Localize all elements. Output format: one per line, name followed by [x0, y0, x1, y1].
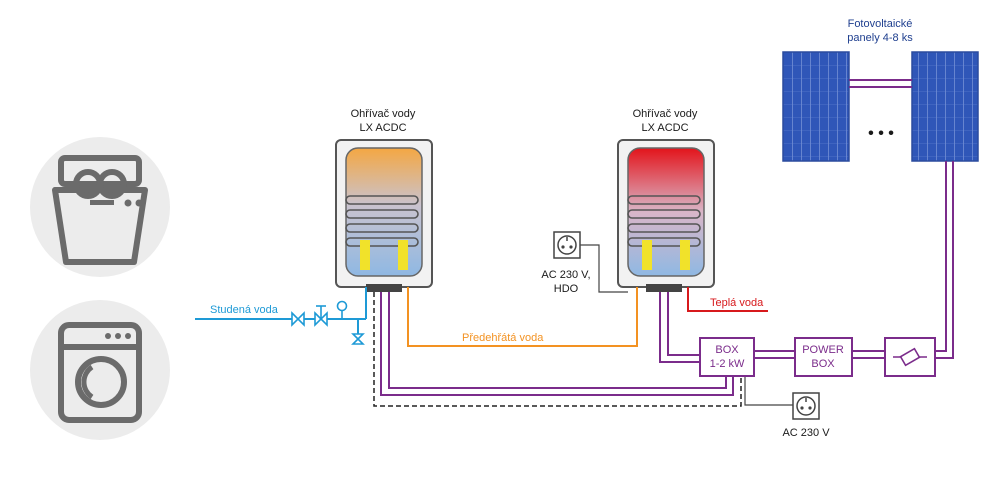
heater-left-title: Ohřívač vody: [351, 108, 416, 120]
socket-hdo-label-2: HDO: [554, 283, 579, 295]
socket-icon: [553, 231, 581, 259]
pv-panels-title: Fotovoltaické: [848, 18, 913, 30]
preheated-water-line: [407, 287, 638, 347]
socket-hdo-wire: [580, 244, 628, 293]
cold-water-label: Studená voda: [210, 304, 279, 316]
power-box: [794, 337, 853, 377]
socket-icon: [792, 392, 820, 420]
box-label-2: 1-2 kW: [710, 358, 745, 370]
pressure-gauge-icon: [336, 300, 348, 319]
solar-panel-right: [911, 51, 979, 162]
heater-right-title: Ohřívač vody: [633, 108, 698, 120]
washing-machine-icon: [30, 300, 170, 440]
hot-water-line: [687, 287, 768, 312]
preheated-water-label: Předehřátá voda: [462, 332, 544, 344]
water-heater-right: [617, 139, 715, 292]
pv-more-dots: • • •: [868, 125, 894, 142]
control-cable: [373, 292, 742, 407]
box-label-1: BOX: [715, 344, 739, 356]
power-box-label-1: POWER: [802, 344, 844, 356]
socket-ac-wire: [744, 376, 793, 406]
box-1-2kw: [699, 337, 755, 377]
fuse-icon: [884, 337, 936, 377]
valve-icon: [291, 305, 365, 345]
heater-left-model: LX ACDC: [359, 122, 406, 134]
dishwasher-icon: [30, 137, 170, 277]
socket-ac-label: AC 230 V: [782, 427, 830, 439]
socket-hdo-label-1: AC 230 V,: [541, 269, 590, 281]
power-box-label-2: BOX: [811, 358, 835, 370]
hot-water-label: Teplá voda: [710, 297, 764, 309]
power-cables: [380, 79, 954, 396]
heater-right-model: LX ACDC: [641, 122, 688, 134]
cold-water-line: [195, 287, 367, 334]
water-heater-left: [335, 139, 433, 292]
solar-panel-left: [782, 51, 850, 162]
pv-panels-count: panely 4-8 ks: [847, 32, 913, 44]
